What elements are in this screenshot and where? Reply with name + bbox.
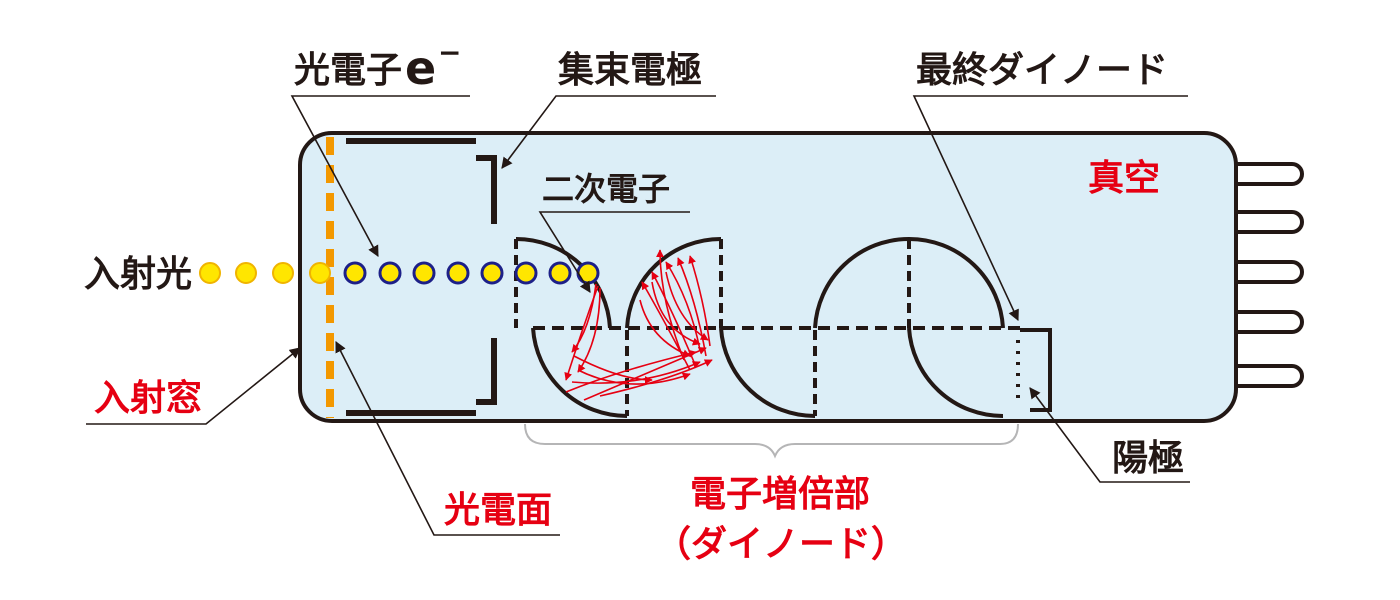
dynode-5 [813,236,910,329]
electron-path [565,349,697,393]
label-electron-charge: − [438,36,461,69]
label-entrance-window: 入射窓 [94,378,202,419]
tube-envelope [298,131,1238,423]
label-secondary-electrons: 二次電子 [542,170,670,208]
label-focusing-electrode: 集束電極 [557,50,702,91]
electron-path [599,359,713,397]
photoelectron [514,261,538,285]
incident-photons [199,262,331,284]
photoelectron [343,261,367,285]
pin [1236,364,1304,388]
photon [309,262,331,284]
label-last-dynode: 最終ダイノード [916,50,1168,91]
multiplier-brace [524,423,1019,459]
label-photoelectron: 光電子 [294,50,402,91]
leader-last-dynode [912,95,1188,322]
label-vacuum: 真空 [1088,158,1160,199]
label-multiplier-dynode: （ダイノード） [655,524,907,565]
focusing-electrode-lower [476,338,497,405]
label-electron-symbol: e [405,41,436,95]
electron-path [688,255,711,347]
label-incident-light: 入射光 [84,254,192,295]
electron-path [639,299,691,358]
electron-path [656,249,685,361]
photoelectron [480,261,504,285]
tube-pins [1236,162,1304,388]
electron-path [665,271,709,341]
electron-path [564,285,599,381]
label-photocathode: 光電面 [444,490,552,531]
dynode-4 [719,327,816,419]
pin [1236,310,1304,334]
electron-path [571,283,597,353]
anode-electrode [1020,328,1052,412]
photoelectron [576,261,600,285]
dynode-2 [531,327,628,419]
label-multiplier: 電子増倍部 [690,474,870,515]
pin [1236,162,1304,186]
dynode-5-right-arc [908,236,1005,329]
pin [1236,260,1304,284]
leader-entrance-window [86,347,301,425]
leader-focusing-electrode [501,95,716,169]
electron-path [583,347,707,401]
secondary-electron-paths [564,249,713,401]
dynode-3 [625,236,722,329]
focusing-electrode-upper [476,155,497,224]
photoelectron [412,261,436,285]
electron-path [577,287,601,373]
leader-secondary-electrons [538,211,690,293]
photoelectron-stream [343,261,600,285]
electron-path [677,257,707,357]
photoelectron [378,261,402,285]
electron-path [571,361,701,384]
label-anode: 陽極 [1112,438,1184,479]
photon [272,262,294,284]
dynode-chain [514,236,1020,419]
electron-path [651,281,701,346]
pin [1236,210,1304,234]
leader-lines [86,95,1190,536]
photoelectron [446,261,470,285]
electron-path [577,369,691,385]
dynode-last [907,327,1004,419]
leader-anode [1029,387,1190,483]
photoelectron [548,261,572,285]
photon [235,262,257,284]
leader-photoelectron [290,95,470,257]
photon [199,262,221,284]
leader-photocathode [335,341,560,536]
